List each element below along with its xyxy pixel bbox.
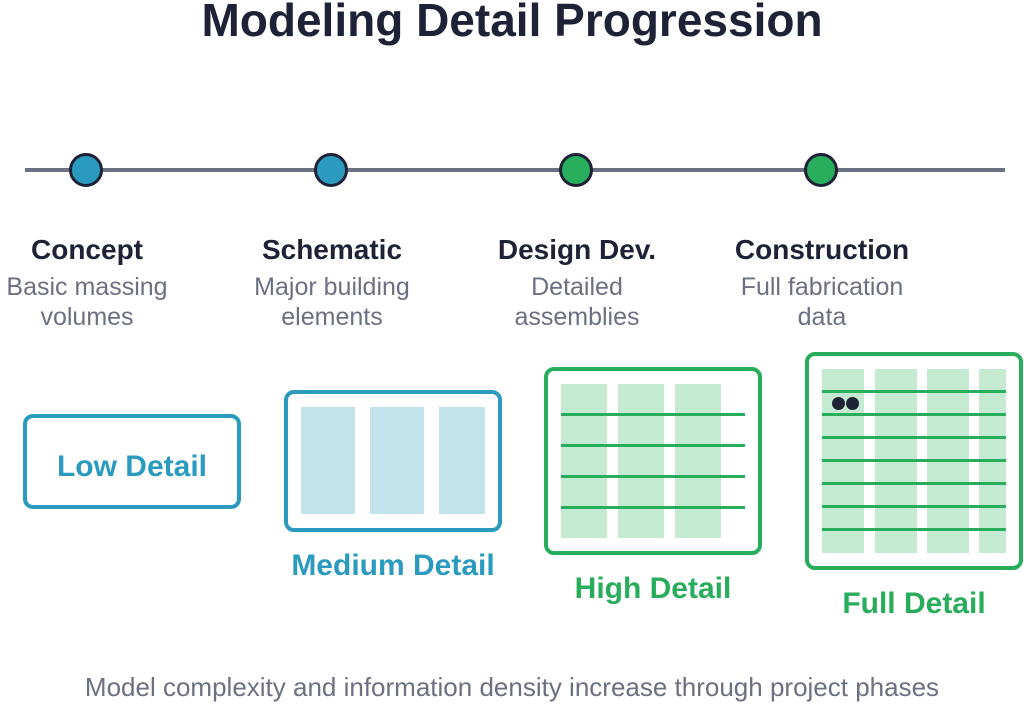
full-detail-line (822, 482, 1006, 485)
phase-desc-line: volumes (40, 303, 134, 331)
high-detail-label: High Detail (574, 572, 732, 605)
high-detail-box (544, 367, 762, 555)
full-detail-line (822, 390, 1006, 393)
page-title: Modeling Detail Progression (201, 0, 823, 46)
phase-desc-line: Basic massing (6, 273, 168, 301)
timeline-line (25, 168, 1005, 172)
high-detail-column (618, 384, 664, 538)
low-detail-box (23, 414, 241, 509)
high-detail-column (675, 384, 721, 538)
timeline-node-construction (804, 153, 838, 187)
full-detail-label: Full Detail (842, 587, 986, 620)
full-detail-line (822, 413, 1006, 416)
phase-desc-line: assemblies (514, 303, 640, 331)
high-detail-line (561, 413, 745, 416)
phase-desc-line: data (797, 303, 847, 331)
phase-desc-line: elements (281, 303, 383, 331)
full-detail-dot (846, 397, 859, 410)
full-detail-line (822, 528, 1006, 531)
low-detail-label: Low Detail (56, 450, 207, 483)
phase-desc-construction: Full fabrication data (702, 272, 942, 332)
timeline-node-schematic (314, 153, 348, 187)
high-detail-line (561, 475, 745, 478)
high-detail-line (561, 506, 745, 509)
full-detail-line (822, 459, 1006, 462)
medium-detail-column (439, 407, 485, 514)
full-detail-dot (832, 397, 845, 410)
timeline-node-design-dev (559, 153, 593, 187)
phase-title-schematic: Schematic (261, 234, 403, 265)
phase-desc-schematic: Major building elements (212, 272, 452, 332)
full-detail-line (822, 505, 1006, 508)
high-detail-line (561, 444, 745, 447)
timeline-node-concept (69, 153, 103, 187)
medium-detail-label: Medium Detail (291, 549, 495, 582)
full-detail-box (805, 352, 1023, 570)
medium-detail-column (301, 407, 355, 514)
phase-desc-line: Detailed (531, 273, 623, 301)
phase-title-concept: Concept (31, 234, 143, 265)
phase-desc-line: Major building (254, 273, 410, 301)
phase-desc-design-dev: Detailed assemblies (457, 272, 697, 332)
medium-detail-box (284, 390, 502, 532)
medium-detail-column (370, 407, 424, 514)
phase-title-design-dev: Design Dev. (497, 234, 657, 265)
footer-caption: Model complexity and information density… (84, 672, 940, 702)
phase-title-construction: Construction (734, 234, 910, 265)
phase-desc-line: Full fabrication (740, 273, 904, 301)
full-detail-line (822, 436, 1006, 439)
phase-desc-concept: Basic massing volumes (0, 272, 207, 332)
high-detail-column (561, 384, 607, 538)
